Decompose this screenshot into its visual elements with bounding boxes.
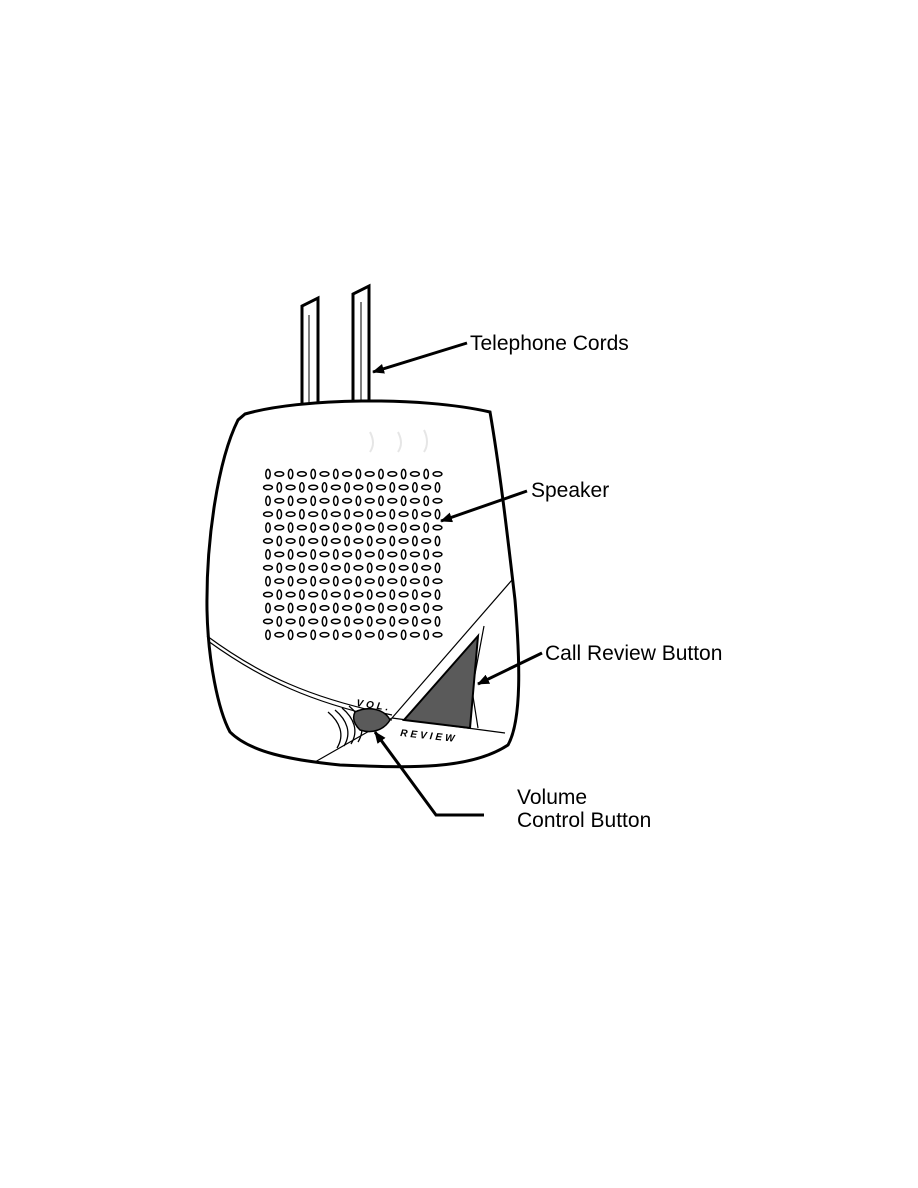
label-volume-control-line1: Volume: [517, 786, 587, 809]
telephone-cords: [302, 286, 369, 410]
leader-telephone-cords: [373, 343, 467, 372]
label-volume-control-line2: Control Button: [517, 809, 651, 832]
telephone-cord-left: [302, 298, 318, 410]
label-speaker: Speaker: [531, 479, 609, 502]
label-call-review-button: Call Review Button: [545, 642, 722, 665]
label-telephone-cords: Telephone Cords: [470, 332, 629, 355]
